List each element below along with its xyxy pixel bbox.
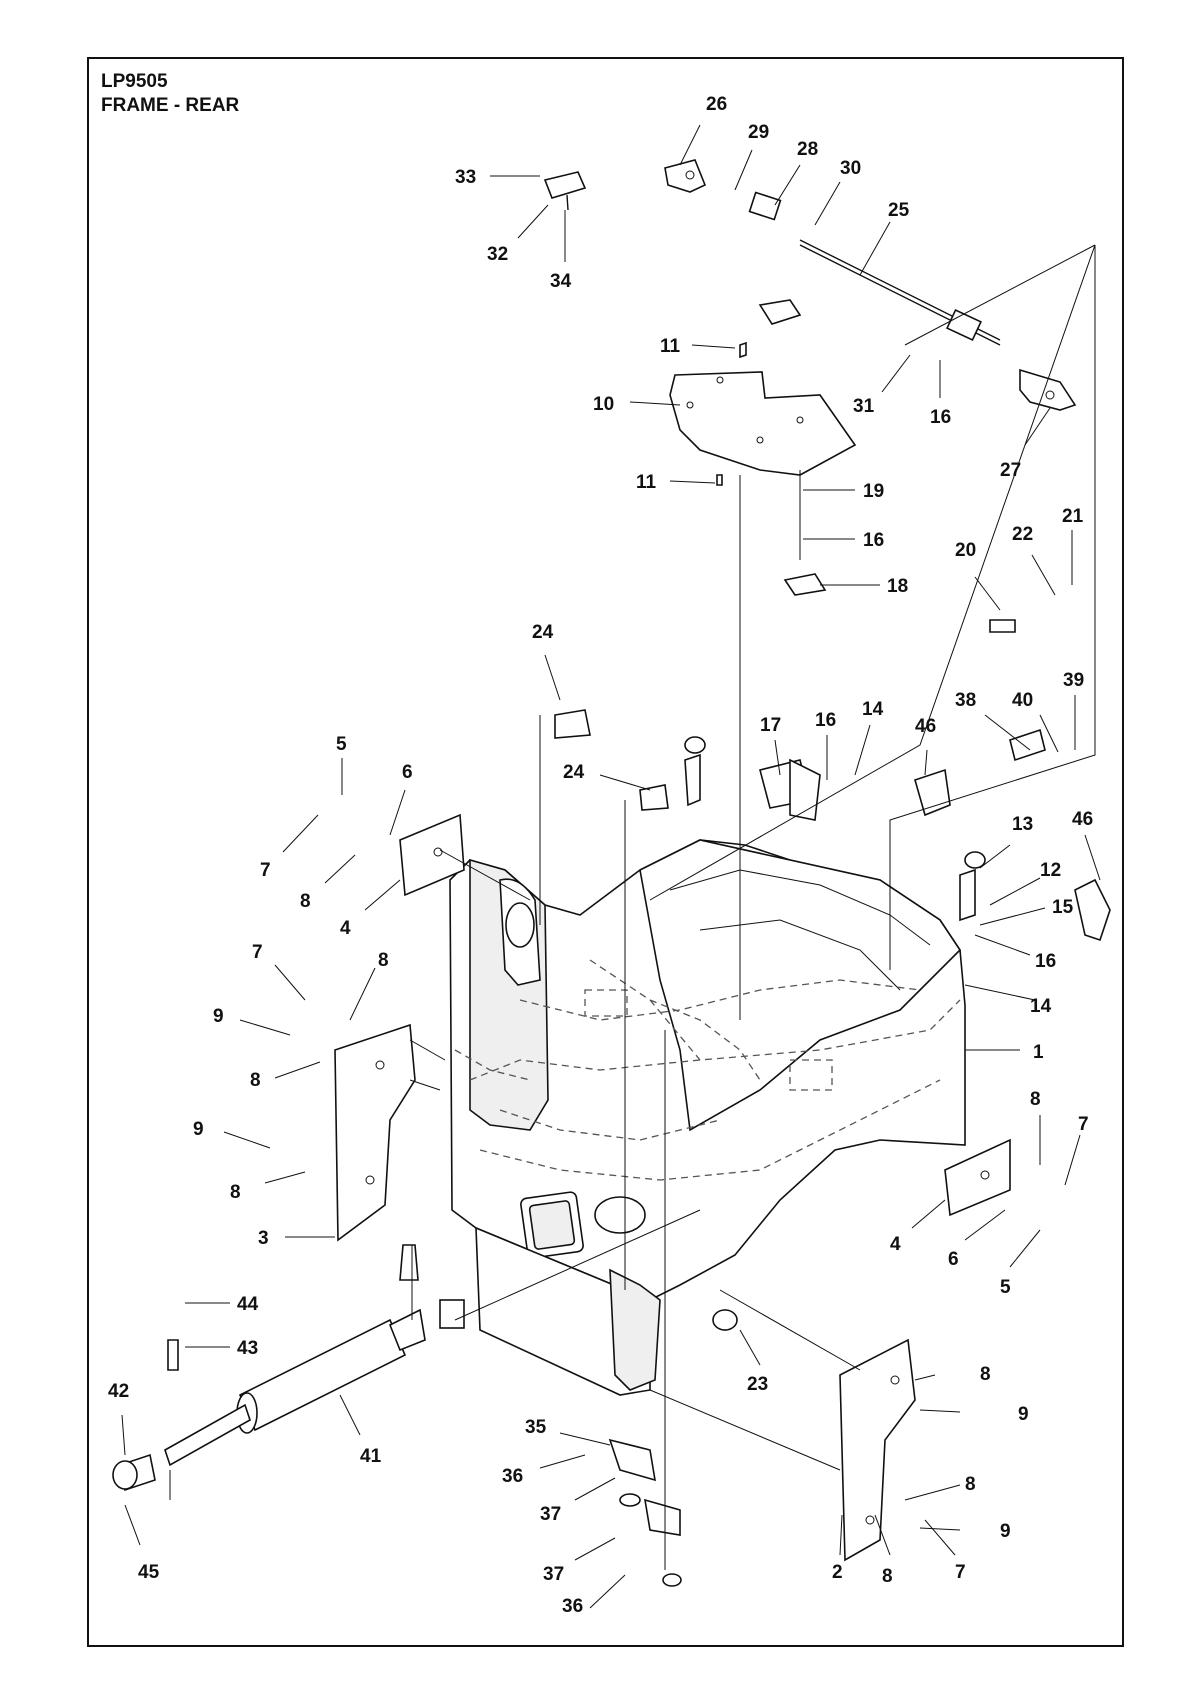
callout-7-mid-left: 7	[252, 942, 263, 963]
callout-35: 35	[525, 1417, 547, 1438]
callout-28: 28	[797, 139, 818, 160]
callout-23: 23	[747, 1374, 768, 1395]
callout-8-mid-left: 8	[378, 950, 389, 971]
callout-8-bottom: 8	[882, 1566, 893, 1587]
callout-33: 33	[455, 167, 476, 188]
callout-9-lower-left: 9	[193, 1119, 204, 1140]
callout-43: 43	[237, 1338, 258, 1359]
hydraulic-cylinder	[112, 1244, 465, 1492]
callout-44: 44	[237, 1294, 259, 1315]
callout-24-upper: 24	[532, 622, 554, 643]
callout-7-bottom: 7	[955, 1562, 966, 1583]
rear-frame-body	[449, 839, 966, 1396]
callout-12: 12	[1040, 860, 1061, 881]
callout-21: 21	[1062, 506, 1084, 527]
callout-4-left: 4	[340, 918, 351, 939]
model-number: LP9505	[101, 71, 168, 92]
callout-3: 3	[258, 1228, 269, 1249]
callout-42: 42	[108, 1381, 129, 1402]
callout-11-lower: 11	[636, 472, 657, 493]
hinge-shaft-assembly	[543, 159, 1077, 411]
callout-40: 40	[1012, 690, 1033, 711]
callout-37-lower: 37	[543, 1564, 564, 1585]
callout-9-upper-left: 9	[213, 1006, 224, 1027]
callout-16-hinge: 16	[930, 407, 951, 428]
callout-5-left: 5	[336, 734, 347, 755]
callout-32: 32	[487, 244, 508, 265]
assembly-lines	[169, 244, 1096, 1570]
callout-29: 29	[748, 122, 769, 143]
callout-8-right-lower: 8	[965, 1474, 976, 1495]
callout-11-upper: 11	[660, 336, 681, 357]
callout-1: 1	[1033, 1042, 1044, 1063]
callout-46-lower: 46	[1072, 809, 1093, 830]
title-block: LP9505 FRAME - REAR	[101, 70, 239, 118]
left-side-plates	[334, 813, 465, 1242]
callout-41: 41	[360, 1446, 382, 1467]
right-side-plates	[839, 1138, 1011, 1562]
callout-46-upper: 46	[915, 716, 936, 737]
callout-19: 19	[863, 481, 884, 502]
callout-39: 39	[1063, 670, 1084, 691]
callout-17: 17	[760, 715, 781, 736]
callout-6-right: 6	[948, 1249, 959, 1270]
callout-36-upper: 36	[502, 1466, 523, 1487]
callout-30: 30	[840, 158, 861, 179]
callout-8-lower-left: 8	[230, 1182, 241, 1203]
callout-22: 22	[1012, 524, 1033, 545]
callout-7-upper-left: 7	[260, 860, 271, 881]
callout-24-lower: 24	[563, 762, 585, 783]
callout-16-lever: 16	[1035, 951, 1056, 972]
callout-8-right-upper: 8	[1030, 1089, 1041, 1110]
callout-16-stack: 16	[863, 530, 884, 551]
callout-36-lower: 36	[562, 1596, 583, 1617]
callout-14-upper: 14	[862, 699, 884, 720]
callout-31: 31	[853, 396, 875, 417]
callout-13: 13	[1012, 814, 1033, 835]
callout-38: 38	[955, 690, 976, 711]
callout-8-right-mid: 8	[980, 1364, 991, 1385]
callout-7-right: 7	[1078, 1114, 1089, 1135]
callout-45: 45	[138, 1562, 160, 1583]
callout-14-lower: 14	[1030, 996, 1052, 1017]
callout-15: 15	[1052, 897, 1074, 918]
seat-mounting-plate	[669, 341, 857, 486]
callout-37-upper: 37	[540, 1504, 561, 1525]
callout-18: 18	[887, 576, 908, 597]
section-title: FRAME - REAR	[101, 95, 240, 116]
small-parts	[554, 573, 1111, 1331]
drawing-border	[87, 57, 1124, 1647]
callout-9-right-lower: 9	[1000, 1521, 1011, 1542]
callout-20: 20	[955, 540, 976, 561]
callout-6-left: 6	[402, 762, 413, 783]
callout-27: 27	[1000, 460, 1021, 481]
callout-4-right: 4	[890, 1234, 901, 1255]
callout-labels: 26 29 28 30 25 33 32 34 11 10 11 31 16	[108, 94, 1101, 1617]
callout-16-bracket: 16	[815, 710, 836, 731]
callout-10: 10	[593, 394, 614, 415]
callout-5-right: 5	[1000, 1277, 1011, 1298]
callout-8-upper-left: 8	[300, 891, 311, 912]
callout-25: 25	[888, 200, 910, 221]
callout-2: 2	[832, 1562, 843, 1583]
callout-9-right-upper: 9	[1018, 1404, 1029, 1425]
callout-34: 34	[550, 271, 572, 292]
callout-26: 26	[706, 94, 727, 115]
callout-8-mid-left-lower: 8	[250, 1070, 261, 1091]
